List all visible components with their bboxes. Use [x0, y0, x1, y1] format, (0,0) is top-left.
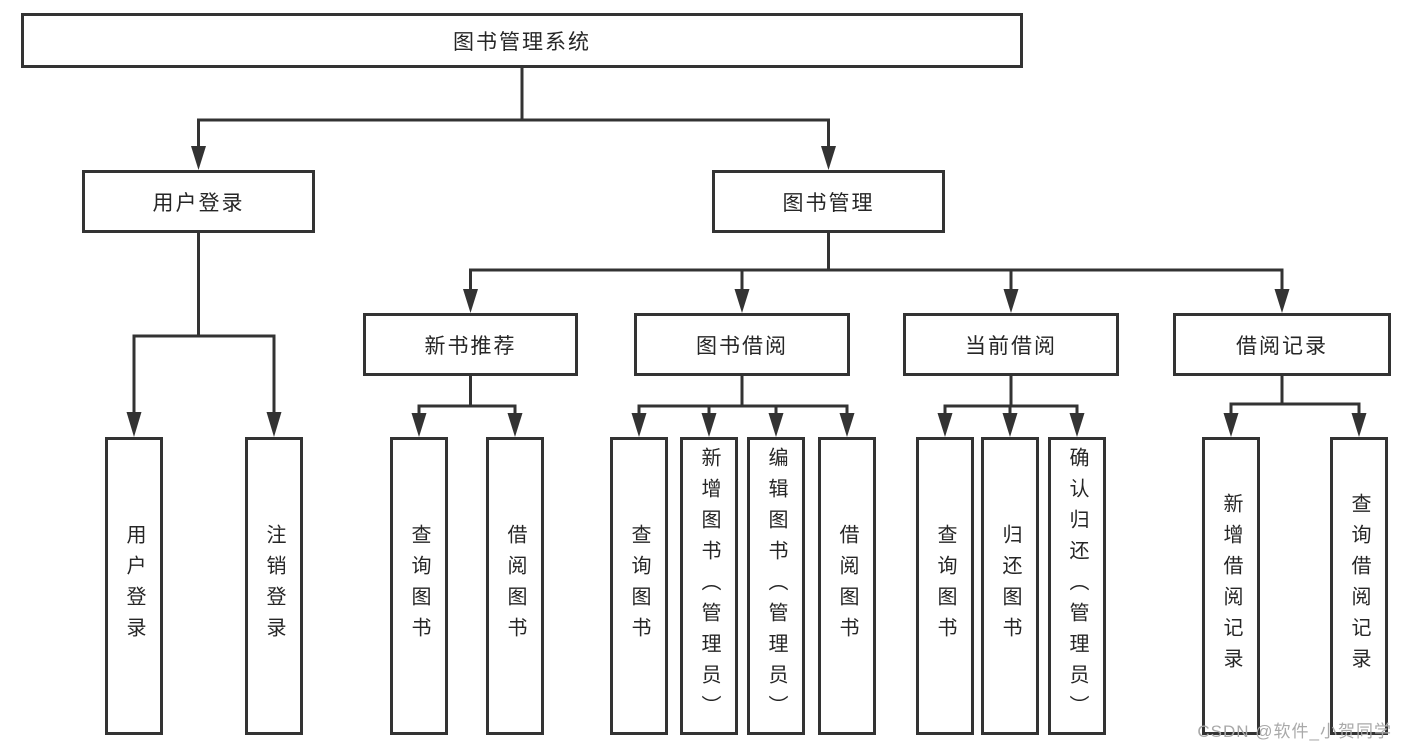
node-book-management-label: 图书管理 — [782, 191, 875, 215]
leaf-recommend-borrow-books-label: 借阅图书 — [504, 524, 526, 648]
leaf-borrow-add-books-admin: 新增图书（管理员） — [680, 437, 738, 735]
leaf-borrow-edit-books-admin: 编辑图书（管理员） — [747, 437, 805, 735]
leaf-current-confirm-return-admin-label: 确认归还（管理员） — [1066, 446, 1088, 726]
leaf-records-add-record-label: 新增借阅记录 — [1220, 493, 1242, 679]
leaf-user-login-label: 用户登录 — [123, 524, 145, 648]
leaf-borrow-borrow-books-label: 借阅图书 — [836, 524, 858, 648]
node-root-system: 图书管理系统 — [21, 13, 1023, 68]
node-new-book-recommend-label: 新书推荐 — [424, 334, 517, 358]
node-book-management: 图书管理 — [712, 170, 945, 233]
leaf-recommend-query-books: 查询图书 — [390, 437, 448, 735]
node-current-borrow-label: 当前借阅 — [965, 334, 1057, 358]
node-user-login: 用户登录 — [82, 170, 315, 233]
node-current-borrow: 当前借阅 — [903, 313, 1119, 376]
node-new-book-recommend: 新书推荐 — [363, 313, 578, 376]
leaf-user-login: 用户登录 — [105, 437, 163, 735]
leaf-current-return-books-label: 归还图书 — [999, 524, 1021, 648]
node-book-borrow-label: 图书借阅 — [696, 334, 788, 358]
node-user-login-label: 用户登录 — [152, 191, 245, 215]
node-borrow-records: 借阅记录 — [1173, 313, 1391, 376]
leaf-borrow-query-books: 查询图书 — [610, 437, 668, 735]
csdn-watermark: CSDN @软件_小贺同学 — [1197, 722, 1392, 741]
leaf-borrow-add-books-admin-label: 新增图书（管理员） — [698, 446, 720, 726]
leaf-current-query-books-label: 查询图书 — [934, 524, 956, 648]
leaf-current-confirm-return-admin: 确认归还（管理员） — [1048, 437, 1106, 735]
leaf-recommend-query-books-label: 查询图书 — [408, 524, 430, 648]
leaf-borrow-query-books-label: 查询图书 — [628, 524, 650, 648]
leaf-records-add-record: 新增借阅记录 — [1202, 437, 1260, 735]
leaf-borrow-borrow-books: 借阅图书 — [818, 437, 876, 735]
node-borrow-records-label: 借阅记录 — [1236, 334, 1328, 358]
leaf-recommend-borrow-books: 借阅图书 — [486, 437, 544, 735]
leaf-current-query-books: 查询图书 — [916, 437, 974, 735]
leaf-borrow-edit-books-admin-label: 编辑图书（管理员） — [765, 446, 787, 726]
leaf-records-query-record-label: 查询借阅记录 — [1348, 493, 1370, 679]
node-root-system-label: 图书管理系统 — [453, 30, 591, 54]
leaf-logout-label: 注销登录 — [263, 524, 285, 648]
leaf-logout: 注销登录 — [245, 437, 303, 735]
node-book-borrow: 图书借阅 — [634, 313, 850, 376]
leaf-records-query-record: 查询借阅记录 — [1330, 437, 1388, 735]
leaf-current-return-books: 归还图书 — [981, 437, 1039, 735]
